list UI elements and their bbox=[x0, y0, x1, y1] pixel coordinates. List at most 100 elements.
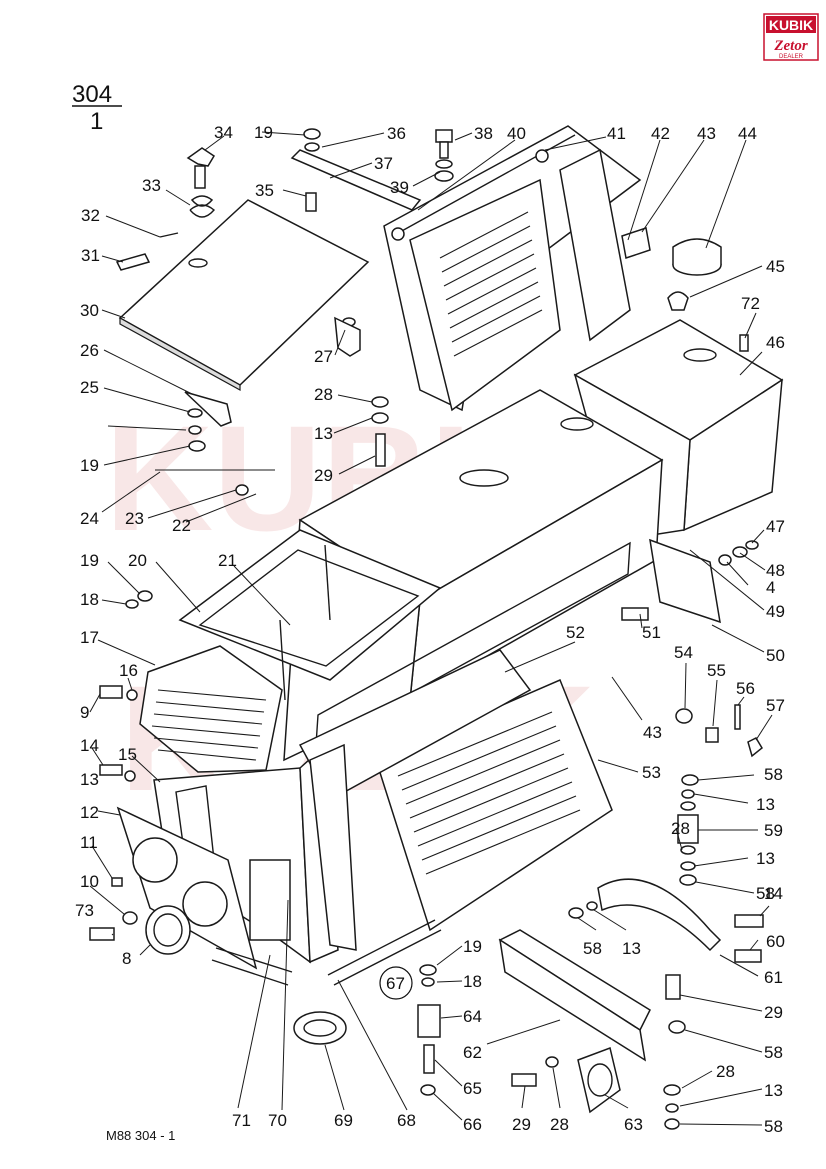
rod-68 bbox=[327, 919, 436, 976]
part-label: 15 bbox=[118, 745, 137, 764]
part-label: 58 bbox=[764, 1043, 783, 1062]
flange-plate bbox=[577, 1046, 621, 1114]
part-label: 32 bbox=[81, 206, 100, 225]
part-label: 21 bbox=[218, 551, 237, 570]
part-label: 44 bbox=[738, 124, 757, 143]
filler-cap bbox=[667, 238, 722, 311]
part-label: 29 bbox=[764, 1003, 783, 1022]
part-label: 18 bbox=[80, 590, 99, 609]
svg-text:DEALER: DEALER bbox=[779, 54, 804, 60]
part-label: 40 bbox=[507, 124, 526, 143]
part-label: 58 bbox=[583, 939, 602, 958]
part-label: 19 bbox=[80, 551, 99, 570]
part-label: 57 bbox=[766, 696, 785, 715]
part-label: 53 bbox=[642, 763, 661, 782]
square-plate-upper bbox=[621, 227, 651, 259]
part-label: 13 bbox=[80, 770, 99, 789]
part-label: 59 bbox=[764, 821, 783, 840]
part-label: 13 bbox=[314, 424, 333, 443]
part-label: 69 bbox=[334, 1111, 353, 1130]
part-label: 19 bbox=[254, 123, 273, 142]
part-label: 12 bbox=[80, 803, 99, 822]
part-label: 72 bbox=[741, 294, 760, 313]
part-label: 4 bbox=[766, 578, 775, 597]
part-label: 42 bbox=[651, 124, 670, 143]
part-label: 29 bbox=[314, 466, 333, 485]
part-label: 62 bbox=[463, 1043, 482, 1062]
part-label: 51 bbox=[642, 623, 661, 642]
part-label: 65 bbox=[463, 1079, 482, 1098]
part-label: 41 bbox=[607, 124, 626, 143]
part-label: 36 bbox=[387, 124, 406, 143]
rear-tank bbox=[573, 319, 784, 541]
part-number-labels: 19 36 38 40 41 42 43 44 34 37 39 33 35 3… bbox=[75, 123, 785, 1136]
radiator-frame bbox=[383, 125, 642, 412]
part-label: 9 bbox=[80, 703, 89, 722]
callout-circle-67 bbox=[379, 966, 413, 1000]
part-label: 16 bbox=[119, 661, 138, 680]
part-label: 67 bbox=[386, 974, 405, 993]
upper-bracket-37 bbox=[290, 149, 422, 212]
part-label: 31 bbox=[81, 246, 100, 265]
part-label: 28 bbox=[550, 1115, 569, 1134]
part-label: 68 bbox=[397, 1111, 416, 1130]
part-label: 13 bbox=[756, 849, 775, 868]
top-cover-plate bbox=[118, 199, 370, 392]
part-label: 70 bbox=[268, 1111, 287, 1130]
mounting-strap bbox=[597, 878, 722, 952]
part-label: 25 bbox=[80, 378, 99, 397]
part-label: 22 bbox=[172, 516, 191, 535]
part-label: 11 bbox=[80, 833, 98, 852]
part-label: 46 bbox=[766, 333, 785, 352]
part-label: 18 bbox=[463, 972, 482, 991]
front-plate bbox=[116, 806, 258, 970]
part-label: 39 bbox=[390, 178, 409, 197]
part-label: 14 bbox=[80, 736, 99, 755]
part-label: 43 bbox=[697, 124, 716, 143]
svg-text:KUBIK: KUBIK bbox=[769, 17, 813, 33]
part-label: 43 bbox=[643, 723, 662, 742]
brand-logo: KUBIK Zetor DEALER bbox=[763, 13, 819, 61]
part-label: 29 bbox=[512, 1115, 531, 1134]
part-label: 13 bbox=[622, 939, 641, 958]
svg-text:Zetor: Zetor bbox=[773, 38, 807, 54]
part-label: 58 bbox=[764, 765, 783, 784]
part-label: 38 bbox=[474, 124, 493, 143]
mid-frame bbox=[298, 649, 532, 951]
part-label: 23 bbox=[125, 509, 144, 528]
part-label: 28 bbox=[716, 1062, 735, 1081]
part-label: 10 bbox=[80, 872, 99, 891]
part-label: 28 bbox=[671, 819, 690, 838]
rod-71 bbox=[211, 959, 289, 986]
part-label: 19 bbox=[463, 937, 482, 956]
part-label: 28 bbox=[314, 385, 333, 404]
part-label: 60 bbox=[766, 932, 785, 951]
part-label: 56 bbox=[736, 679, 755, 698]
part-label: 33 bbox=[142, 176, 161, 195]
drawing-reference-footer: M88 304 - 1 bbox=[106, 1128, 175, 1143]
part-label: 34 bbox=[214, 123, 233, 142]
front-grille bbox=[139, 645, 283, 773]
group-subnumber: 1 bbox=[90, 108, 103, 135]
part-label: 49 bbox=[766, 602, 785, 621]
part-label: 47 bbox=[766, 517, 785, 536]
part-label: 58 bbox=[756, 884, 775, 903]
ring-seal bbox=[145, 905, 191, 955]
lower-bracket bbox=[498, 929, 651, 1062]
part-label: 71 bbox=[232, 1111, 251, 1130]
front-frame bbox=[178, 529, 442, 701]
part-label: 35 bbox=[255, 181, 274, 200]
part-label: 50 bbox=[766, 646, 785, 665]
part-label: 48 bbox=[766, 561, 785, 580]
group-number: 304 bbox=[72, 81, 112, 108]
part-label: 61 bbox=[764, 968, 783, 987]
part-label: 54 bbox=[674, 643, 693, 662]
part-label: 37 bbox=[374, 154, 393, 173]
part-label: 45 bbox=[766, 257, 785, 276]
part-label: 58 bbox=[764, 1117, 783, 1136]
part-label: 64 bbox=[463, 1007, 482, 1026]
part-label: 73 bbox=[75, 901, 94, 920]
part-label: 19 bbox=[80, 456, 99, 475]
